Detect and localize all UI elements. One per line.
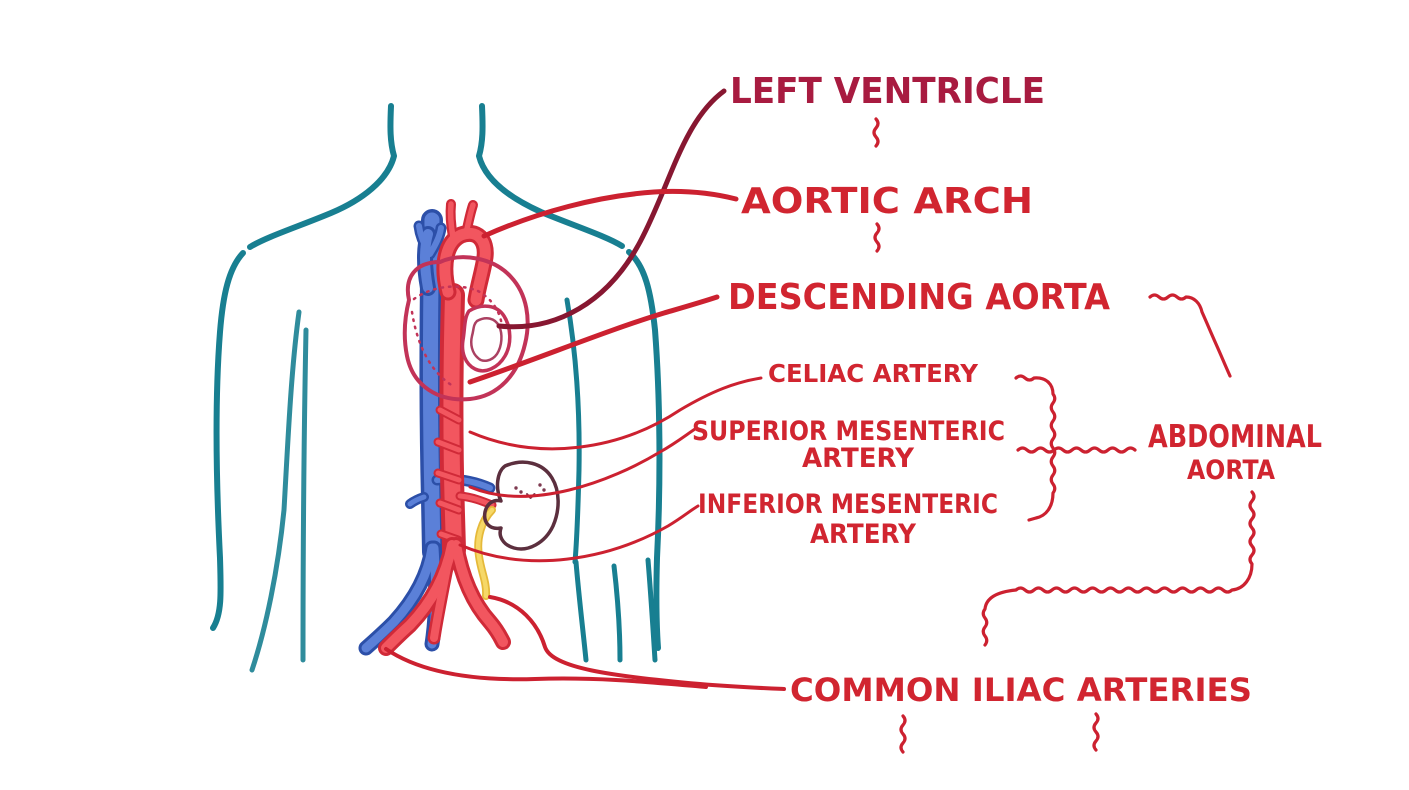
arch-branch-2 (463, 202, 476, 237)
arrow-iliac-continue-left (899, 714, 907, 754)
bracket-superior-branch (1016, 446, 1137, 454)
label-aortic-arch: AORTIC ARCH (741, 181, 1033, 222)
bracket-celiac-inferior (1014, 374, 1057, 522)
label-superior-mesenteric-line2: ARTERY (802, 443, 914, 474)
label-common-iliac-arteries: COMMON ILIAC ARTERIES (790, 671, 1252, 709)
label-left-ventricle: LEFT VENTRICLE (730, 71, 1045, 112)
arch-branch-1 (447, 201, 456, 240)
arrow-iliac-continue-right (1092, 712, 1100, 752)
labels: LEFT VENTRICLE AORTIC ARCH DESCENDING AO… (692, 71, 1322, 709)
arrow-arch-to-descending (873, 222, 881, 253)
label-abdominal-aorta-line1: ABDOMINAL (1148, 419, 1322, 455)
label-inferior-mesenteric-line1: INFERIOR MESENTERIC (698, 489, 998, 520)
neck-shoulder-right-outline (476, 103, 625, 249)
arm-left-outline (210, 250, 246, 631)
arrow-abdominal-to-iliac (981, 490, 1256, 647)
iliac-artery-right (451, 540, 508, 647)
arrow-lv-to-arch (872, 117, 880, 148)
kidney-body (482, 460, 560, 551)
svc-prong-b (427, 225, 444, 257)
arm-left-inner-line-b (300, 327, 309, 663)
heart-dashed-lines (410, 285, 504, 388)
heart (402, 199, 530, 402)
heart-body (402, 255, 530, 402)
leader-descending-aorta (467, 294, 720, 385)
label-abdominal-aorta-line2: AORTA (1187, 455, 1275, 486)
vein-stub-fill (407, 494, 427, 507)
arrow-descending-to-abdominal (1148, 293, 1232, 378)
iliac-vein-left (361, 543, 437, 653)
leg-line-3 (645, 557, 658, 663)
svc (420, 229, 433, 293)
leader-left-ventricle (496, 88, 727, 330)
leg-line-1 (573, 559, 589, 663)
svc-prong-a (416, 223, 432, 255)
label-inferior-mesenteric-line2: ARTERY (810, 519, 916, 550)
label-descending-aorta: DESCENDING AORTA (728, 277, 1110, 318)
leader-common-iliac-b (384, 647, 708, 689)
torso-right-inner-line (564, 297, 582, 565)
leader-superior-mesenteric (468, 427, 697, 498)
leader-lines (384, 88, 786, 691)
leg-line-2 (611, 563, 623, 663)
iliac-artery-mid (430, 548, 454, 642)
label-superior-mesenteric-line1: SUPERIOR MESENTERIC (692, 416, 1005, 447)
leader-inferior-mesenteric (458, 504, 700, 563)
label-celiac-artery: CELIAC ARTERY (768, 359, 979, 388)
arm-right-outline (626, 249, 663, 651)
leader-celiac (468, 376, 763, 451)
flow-arrows (872, 117, 1256, 754)
leader-common-iliac-a (488, 595, 786, 691)
left-ventricle-region (460, 304, 512, 373)
neck-shoulder-left-outline (247, 103, 397, 250)
leader-aortic-arch (481, 188, 739, 239)
arm-left-inner-line-a (249, 309, 302, 673)
abdominal-aorta-vessel (378, 283, 511, 656)
